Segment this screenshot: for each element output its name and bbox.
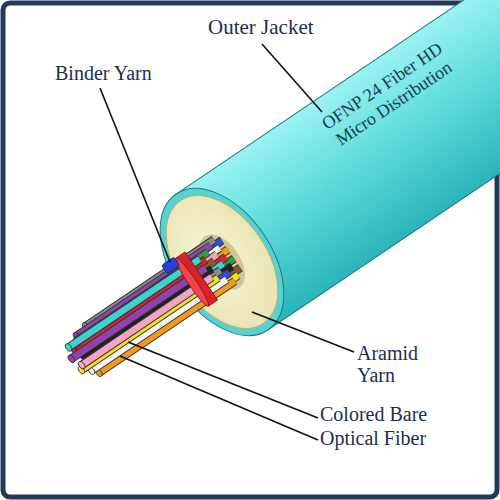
leader-line [120, 356, 318, 440]
leader-line [262, 44, 322, 112]
cable [26, 0, 500, 432]
fiber-body [82, 277, 212, 365]
leader-line [128, 342, 318, 418]
part-label: Aramid Yarn [357, 342, 427, 386]
frame-border [3, 3, 497, 497]
fiber-tip [67, 354, 76, 364]
fiber-outline [71, 268, 205, 359]
binder-ring [176, 252, 218, 306]
part-label: Colored Bare Optical Fiber [320, 402, 460, 450]
fiber-tip [77, 360, 86, 370]
fiber-body [71, 268, 205, 359]
fiber-outline [82, 277, 212, 365]
fiber-tip [64, 342, 73, 352]
part-label: Outer Jacket [208, 16, 408, 39]
jacket-print: OFNP 24 Fiber HD Micro Distribution [306, 30, 470, 159]
leader-line [100, 88, 170, 262]
part-label: Binder Yarn [55, 62, 215, 84]
binder-yarn [162, 257, 180, 274]
leader-line [252, 312, 354, 352]
